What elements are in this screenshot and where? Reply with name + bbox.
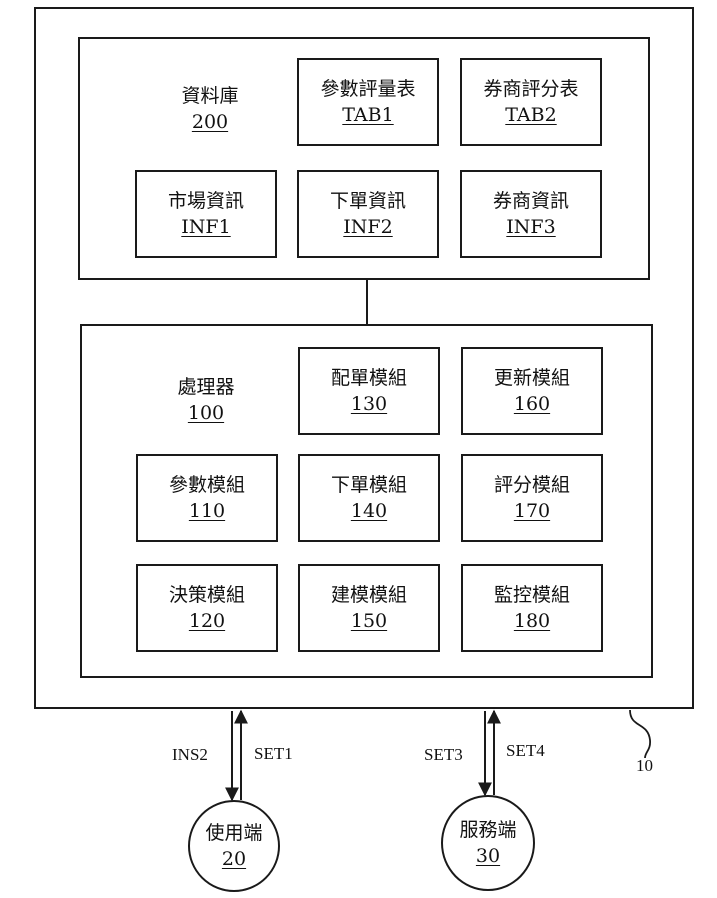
module-order: 下單模組 140	[298, 454, 440, 542]
info-market: 市場資訊 INF1	[135, 170, 277, 258]
module-code: 120	[188, 610, 226, 632]
info-name: 券商資訊	[492, 190, 569, 212]
user-terminal: 使用端 20	[188, 800, 280, 892]
module-dispatch: 配單模組 130	[298, 347, 440, 435]
module-name: 決策模組	[168, 584, 245, 606]
service-terminal-name: 服務端	[459, 819, 517, 841]
module-code: 110	[188, 500, 226, 522]
info-code: INF2	[343, 216, 393, 238]
service-terminal-code: 30	[475, 845, 501, 867]
module-scoring: 評分模組 170	[461, 454, 603, 542]
module-name: 監控模組	[493, 584, 570, 606]
system-ref: 10	[636, 756, 653, 775]
info-broker: 券商資訊 INF3	[460, 170, 602, 258]
module-code: 180	[513, 610, 551, 632]
signal-set1: SET1	[254, 744, 293, 763]
info-code: INF3	[506, 216, 556, 238]
info-code: INF1	[181, 216, 231, 238]
table-broker-score: 券商評分表 TAB2	[460, 58, 602, 146]
processor-title: 處理器	[177, 376, 235, 398]
user-terminal-code: 20	[221, 848, 247, 870]
user-terminal-name: 使用端	[205, 822, 263, 844]
database-code: 200	[191, 111, 229, 133]
module-name: 配單模組	[330, 367, 407, 389]
table-name: 券商評分表	[483, 78, 579, 100]
module-update: 更新模組 160	[461, 347, 603, 435]
module-modeling: 建模模組 150	[298, 564, 440, 652]
module-name: 更新模組	[493, 367, 570, 389]
ref-leader-line	[629, 709, 651, 759]
module-code: 150	[350, 610, 388, 632]
signal-set4: SET4	[506, 741, 545, 760]
info-name: 市場資訊	[167, 190, 244, 212]
signal-set3: SET3	[424, 745, 463, 764]
table-code: TAB1	[342, 104, 394, 126]
module-code: 170	[513, 500, 551, 522]
table-parameter-evaluation: 參數評量表 TAB1	[297, 58, 439, 146]
module-parameter: 參數模組 110	[136, 454, 278, 542]
processor-label: 處理器 100	[156, 374, 256, 426]
module-name: 建模模組	[330, 584, 407, 606]
info-name: 下單資訊	[329, 190, 406, 212]
service-terminal: 服務端 30	[441, 795, 535, 891]
info-order: 下單資訊 INF2	[297, 170, 439, 258]
module-decision: 決策模組 120	[136, 564, 278, 652]
module-code: 140	[350, 500, 388, 522]
database-label: 資料庫 200	[160, 83, 260, 135]
module-code: 160	[513, 393, 551, 415]
module-name: 參數模組	[168, 474, 245, 496]
module-name: 下單模組	[330, 474, 407, 496]
module-monitoring: 監控模組 180	[461, 564, 603, 652]
module-name: 評分模組	[493, 474, 570, 496]
signal-ins2: INS2	[172, 745, 208, 764]
module-code: 130	[350, 393, 388, 415]
table-code: TAB2	[505, 104, 557, 126]
database-title: 資料庫	[181, 85, 239, 107]
processor-code: 100	[187, 402, 225, 424]
table-name: 參數評量表	[320, 78, 416, 100]
